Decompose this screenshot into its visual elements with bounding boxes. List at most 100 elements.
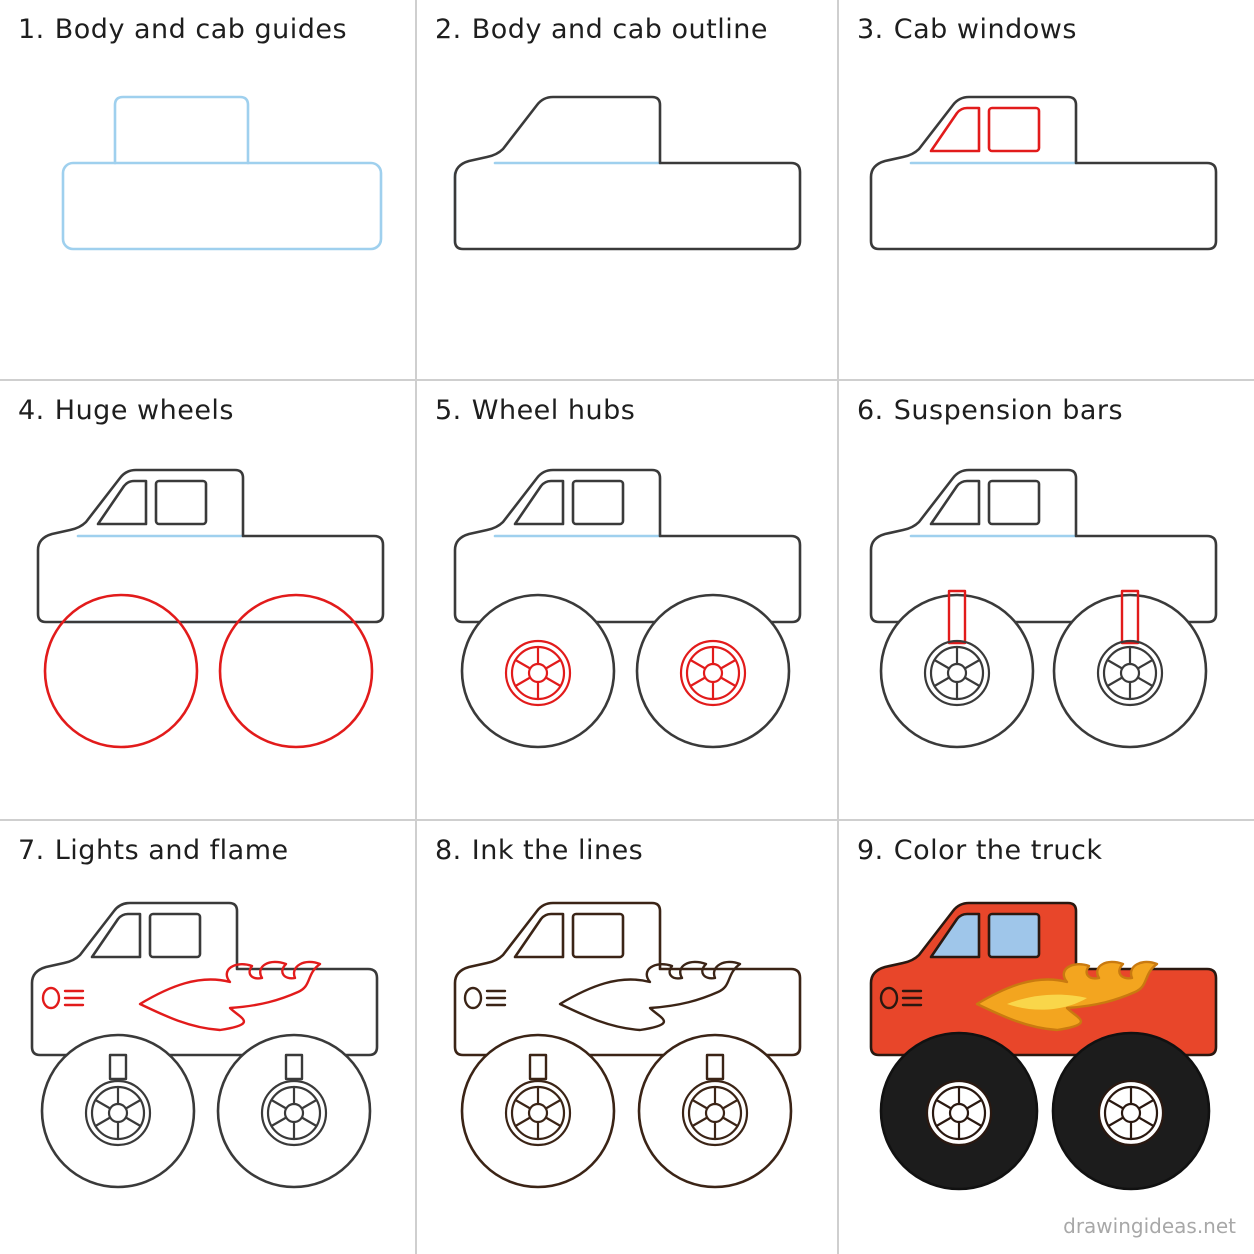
hub-spoke — [721, 1098, 739, 1110]
step-number: 5. — [435, 395, 462, 426]
step-caption: 7. Lights and flame — [18, 835, 289, 866]
step-panel-4: 4.Huge wheels — [0, 381, 415, 819]
hub-spoke — [963, 676, 981, 688]
cab-guide — [113, 95, 250, 165]
tire — [637, 1033, 793, 1189]
headlight — [463, 986, 483, 1010]
side-window-rear — [148, 912, 202, 959]
truck-body-outline — [453, 901, 802, 1057]
hub-spoke — [300, 1098, 318, 1110]
hub-rim — [1097, 1079, 1165, 1147]
step-number: 2. — [435, 14, 462, 45]
step-caption: 6.Suspension bars — [857, 395, 1123, 426]
hub-rim — [260, 1079, 328, 1147]
suspension-bar — [528, 1053, 548, 1081]
step-number: 9. — [857, 835, 884, 866]
step-caption: 5.Wheel hubs — [435, 395, 635, 426]
hub-spoke — [514, 1098, 532, 1110]
hub-spoke — [963, 658, 981, 670]
step-panel-7: 7. Lights and flame — [0, 821, 415, 1254]
tire — [460, 1033, 616, 1189]
hub-spoke — [544, 1098, 562, 1110]
side-window-front — [929, 479, 981, 526]
hub-spoke — [514, 658, 532, 670]
hub-rim — [681, 1079, 749, 1147]
side-window-front — [513, 912, 565, 959]
hub-rim — [504, 639, 572, 707]
hub-rim — [923, 639, 991, 707]
tire — [218, 593, 374, 749]
side-window-rear — [571, 912, 625, 959]
step-panel-6: 6.Suspension bars — [839, 381, 1254, 819]
side-window-rear — [154, 479, 208, 526]
hub-spoke — [544, 1116, 562, 1128]
hub-spoke — [689, 676, 707, 688]
step-title: Suspension bars — [893, 395, 1124, 426]
tire — [635, 593, 791, 749]
hub-spoke — [544, 676, 562, 688]
step-title: Color the truck — [893, 835, 1103, 866]
hub-spoke — [124, 1098, 142, 1110]
side-window-front — [929, 106, 981, 153]
step-caption: 3.Cab windows — [857, 14, 1077, 45]
hub-spoke — [935, 1098, 953, 1110]
hub-spoke — [94, 1116, 112, 1128]
hub-spoke — [1137, 1116, 1155, 1128]
step-panel-3: 3.Cab windows — [839, 0, 1254, 379]
step-caption: 4.Huge wheels — [18, 395, 234, 426]
grid-divider — [0, 379, 1254, 381]
hub-spoke — [270, 1116, 288, 1128]
hub-spoke — [719, 676, 737, 688]
body-guide — [61, 161, 383, 251]
suspension-bar — [108, 1053, 128, 1081]
hub-spoke — [514, 1116, 532, 1128]
tire — [216, 1033, 372, 1189]
side-window-front — [96, 479, 148, 526]
flame-inner — [1007, 994, 1087, 1010]
step-drawing — [453, 95, 802, 251]
truck-body-outline — [30, 901, 379, 1057]
side-window-rear — [987, 106, 1041, 153]
truck-body-outline — [36, 468, 385, 624]
tire — [40, 1033, 196, 1189]
hub-spoke — [933, 658, 951, 670]
step-panel-5: 5.Wheel hubs — [417, 381, 837, 819]
hub-spoke — [1137, 1098, 1155, 1110]
hub-rim — [504, 1079, 572, 1147]
step-caption: 9. Color the truck — [857, 835, 1103, 866]
tire — [1052, 593, 1208, 749]
step-title: Huge wheels — [54, 395, 234, 426]
hub-spoke — [935, 1116, 953, 1128]
suspension-bar — [705, 1053, 725, 1081]
step-number: 1. — [18, 14, 45, 45]
step-drawing — [36, 468, 385, 749]
hub-spoke — [544, 658, 562, 670]
hub-spoke — [270, 1098, 288, 1110]
step-drawing — [30, 901, 379, 1189]
hub-spoke — [689, 658, 707, 670]
step-caption: 2. Body and cab outline — [435, 14, 768, 45]
step-number: 3. — [857, 14, 884, 45]
step-panel-2: 2. Body and cab outline — [417, 0, 837, 379]
side-window-rear — [571, 479, 625, 526]
hub-spoke — [124, 1116, 142, 1128]
hub-spoke — [691, 1116, 709, 1128]
hub-rim — [84, 1079, 152, 1147]
hub-rim — [1096, 639, 1164, 707]
grid-divider — [0, 819, 1254, 821]
step-title: Lights and flame — [54, 835, 289, 866]
side-window-front — [929, 912, 981, 959]
hub-spoke — [1106, 676, 1124, 688]
side-window-rear — [987, 912, 1041, 959]
step-drawing — [869, 468, 1218, 749]
hub-spoke — [965, 1098, 983, 1110]
suspension-bar — [947, 589, 967, 645]
suspension-bar — [284, 1053, 304, 1081]
step-drawing — [453, 901, 802, 1189]
hub-spoke — [94, 1098, 112, 1110]
step-title: Body and cab outline — [471, 14, 768, 45]
step-number: 7. — [18, 835, 45, 866]
step-drawing — [453, 468, 802, 749]
step-title: Ink the lines — [471, 835, 644, 866]
